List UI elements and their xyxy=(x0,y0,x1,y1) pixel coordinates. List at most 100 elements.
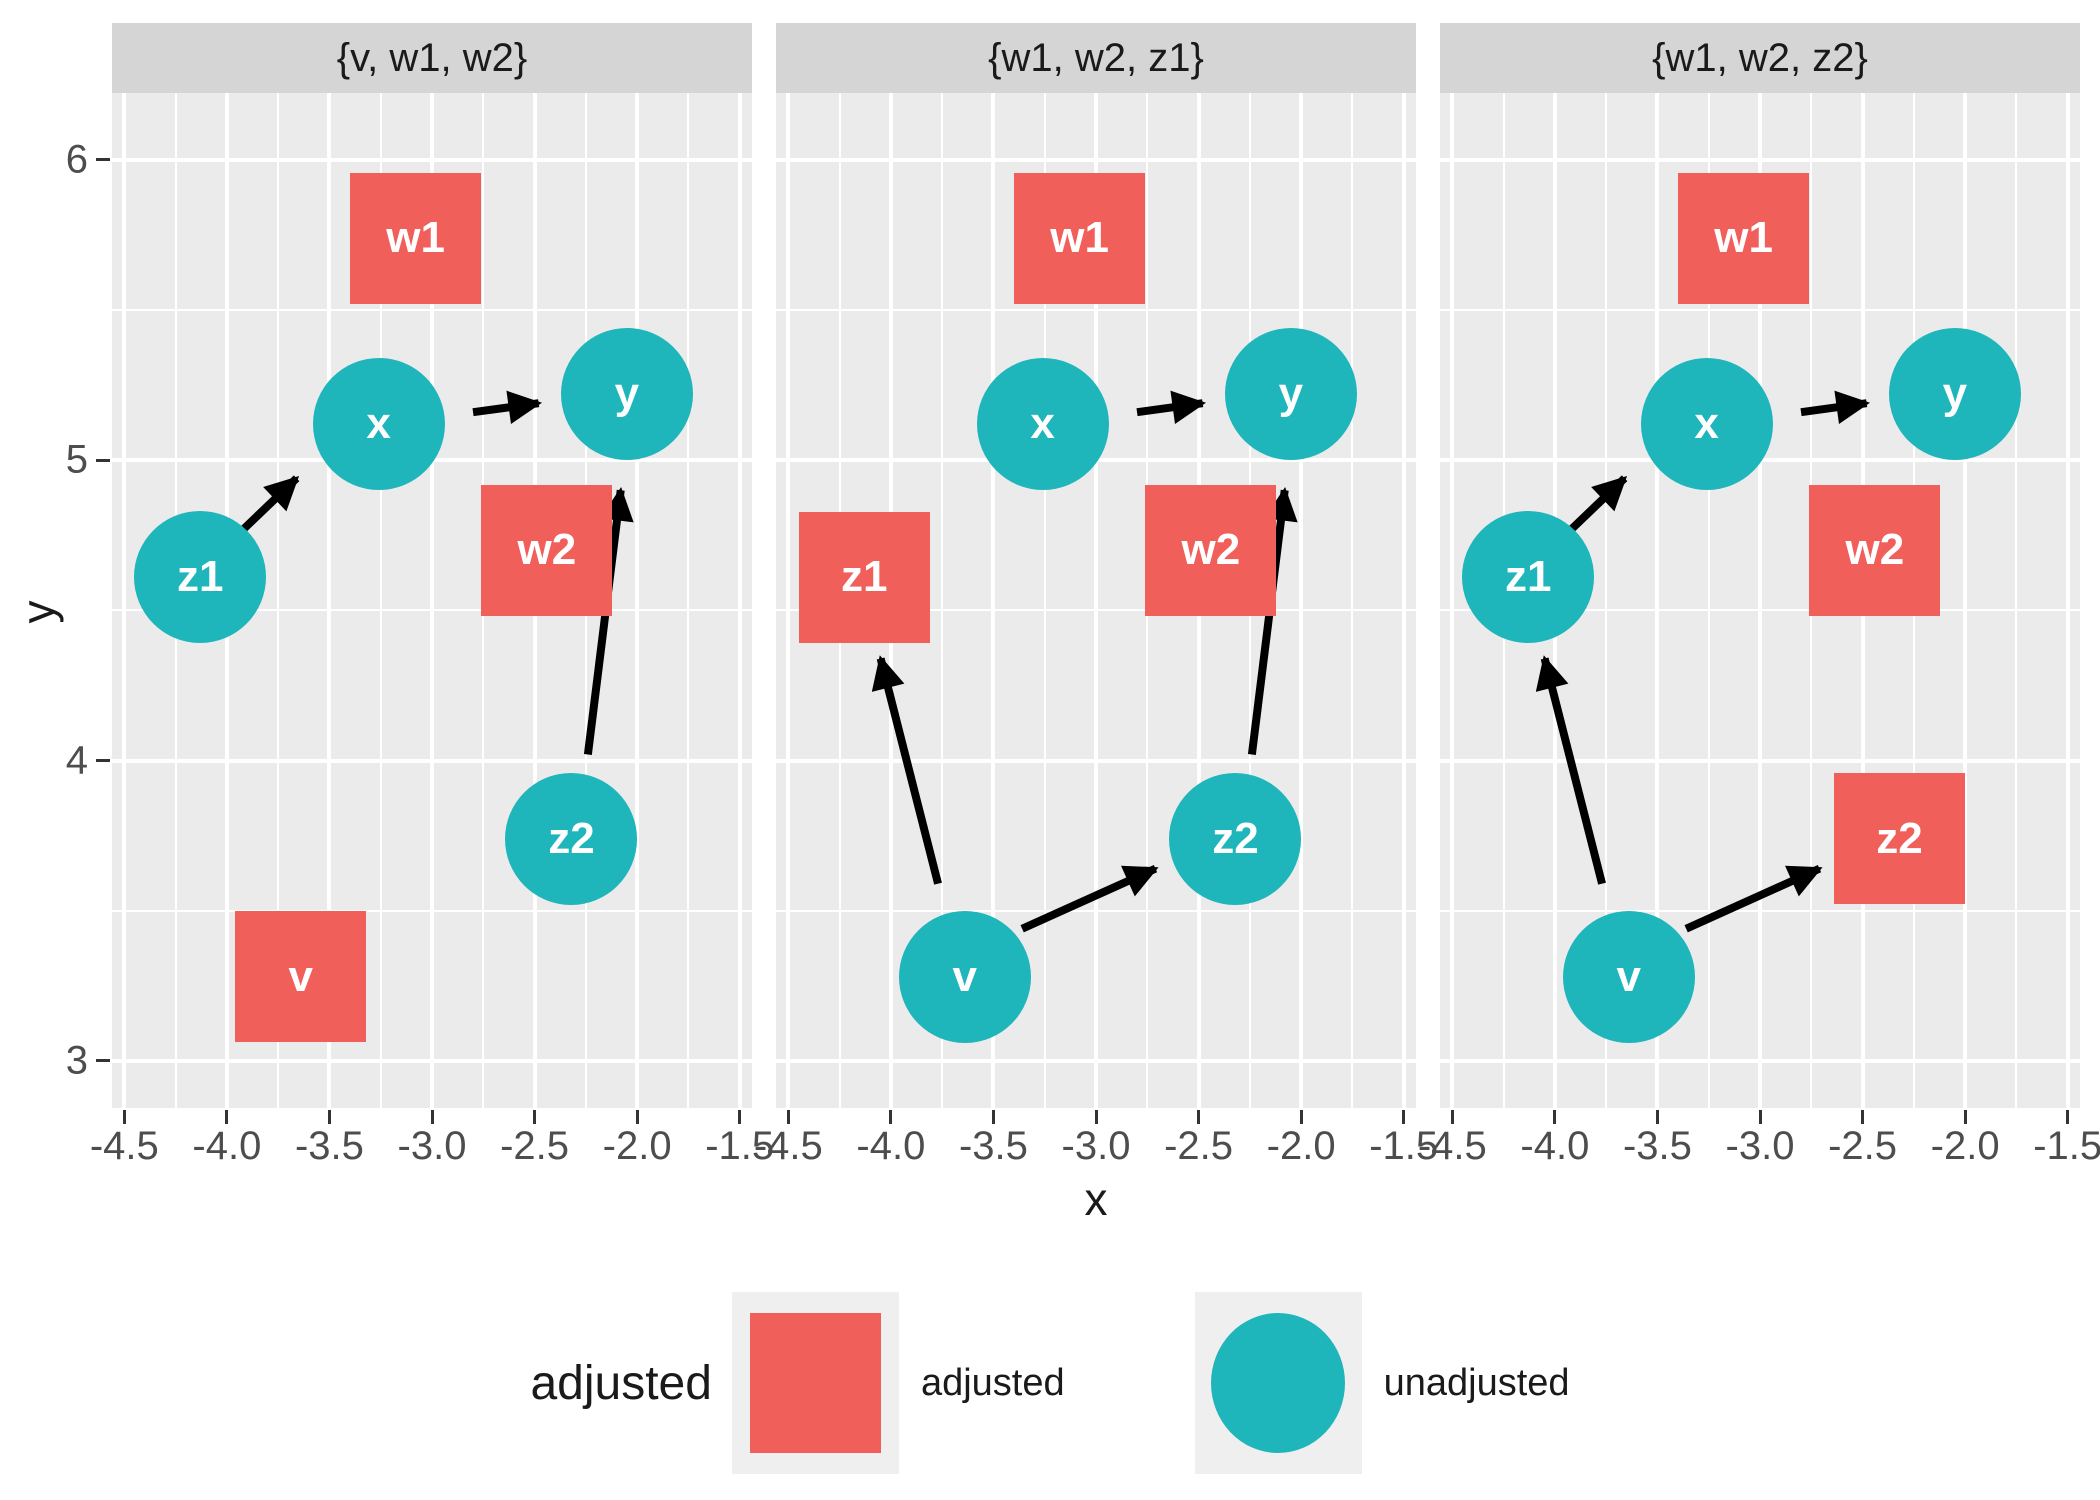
x-axis-tick-mark xyxy=(1861,1110,1865,1124)
minor-gridline-vertical xyxy=(277,93,280,1108)
x-axis-tick-label: -3.0 xyxy=(1725,1124,1795,1168)
x-axis-tick-mark xyxy=(327,1110,331,1124)
x-axis-tick-label: -2.5 xyxy=(1828,1124,1898,1168)
dag-edge-z2-to-y xyxy=(583,486,634,756)
major-gridline-horizontal xyxy=(1440,157,2080,162)
major-gridline-horizontal xyxy=(776,1058,1416,1063)
y-axis-title: y xyxy=(12,600,64,624)
dag-node-label: z2 xyxy=(1876,813,1923,863)
x-axis-tick-label: -2.0 xyxy=(1930,1124,2000,1168)
dag-node-z1: z1 xyxy=(134,511,267,644)
legend-key-unadjusted xyxy=(1194,1292,1362,1474)
x-axis-tick-label: -4.0 xyxy=(192,1124,262,1168)
x-axis-tick-mark xyxy=(1450,1110,1454,1124)
unadjusted-circle-swatch xyxy=(1211,1313,1346,1453)
dag-node-label: w1 xyxy=(386,213,445,263)
dag-node-label: w2 xyxy=(1181,525,1241,575)
legend: adjusted adjusted unadjusted xyxy=(0,1278,2100,1488)
dag-node-w2: w2 xyxy=(1145,484,1277,616)
x-axis-tick-label: -4.5 xyxy=(753,1124,823,1168)
x-axis-tick-label: -4.5 xyxy=(1417,1124,1487,1168)
dag-node-label: y xyxy=(1278,369,1304,419)
x-axis-tick-mark xyxy=(1197,1110,1201,1124)
dag-edge-x-to-y xyxy=(472,390,542,424)
facet-strip-label: {w1, w2, z2} xyxy=(1652,35,1868,80)
major-gridline-horizontal xyxy=(776,157,1416,162)
dag-node-v: v xyxy=(1562,910,1695,1043)
x-axis-tick-label: -3.5 xyxy=(958,1124,1028,1168)
x-axis-tick-mark xyxy=(889,1110,893,1124)
dag-node-y: y xyxy=(560,328,693,461)
major-gridline-vertical xyxy=(991,93,996,1108)
minor-gridline-vertical xyxy=(1043,93,1046,1108)
dag-edge-x-to-y xyxy=(1800,390,1870,424)
major-gridline-vertical xyxy=(737,93,742,1108)
x-axis-tick-label: -3.0 xyxy=(1061,1124,1131,1168)
dag-node-x: x xyxy=(1640,358,1773,491)
dag-edge-v-to-z1 xyxy=(1535,655,1606,885)
dag-node-y: y xyxy=(1888,328,2021,461)
y-axis-tick-label: 4 xyxy=(65,738,88,783)
minor-gridline-vertical xyxy=(687,93,690,1108)
dag-node-z1: z1 xyxy=(1462,511,1595,644)
dag-node-label: z1 xyxy=(1504,552,1552,602)
y-axis-tick-label: 5 xyxy=(65,437,88,482)
x-axis-tick-label: -3.0 xyxy=(397,1124,467,1168)
major-gridline-horizontal xyxy=(112,1058,752,1063)
x-axis-tick-mark xyxy=(122,1110,126,1124)
major-gridline-vertical xyxy=(1450,93,1455,1108)
dag-edges-layer xyxy=(1535,390,1870,933)
dag-node-z1: z1 xyxy=(798,511,930,643)
minor-gridline-vertical xyxy=(941,93,944,1108)
dag-edge-z1-to-x xyxy=(1568,475,1628,533)
major-gridline-vertical xyxy=(1401,93,1406,1108)
x-axis-tick-mark xyxy=(1655,1110,1659,1124)
dag-node-label: x xyxy=(366,399,391,449)
x-axis-tick-mark xyxy=(1094,1110,1098,1124)
major-gridline-vertical xyxy=(1655,93,1660,1108)
legend-label-unadjusted: unadjusted xyxy=(1383,1361,1570,1404)
dag-node-label: z2 xyxy=(1212,813,1259,863)
x-axis-tick-label: -4.0 xyxy=(1520,1124,1590,1168)
dag-edge-x-to-y xyxy=(1136,390,1206,424)
dag-node-x: x xyxy=(312,358,445,491)
x-axis-tick-label: -4.5 xyxy=(89,1124,159,1168)
x-axis-tick-mark xyxy=(2066,1110,2070,1124)
dag-node-w1: w1 xyxy=(350,172,482,304)
dag-node-v: v xyxy=(235,911,367,1043)
dag-node-label: z1 xyxy=(176,552,224,602)
x-axis-tick-mark xyxy=(430,1110,434,1124)
minor-gridline-vertical xyxy=(1351,93,1354,1108)
x-axis-tick-label: -2.0 xyxy=(602,1124,672,1168)
facet-strip: {w1, w2, z2} xyxy=(1440,23,2080,93)
x-axis-tick-mark xyxy=(786,1110,790,1124)
x-axis-tick-mark xyxy=(991,1110,995,1124)
dag-node-label: z1 xyxy=(840,552,888,602)
x-axis-tick-mark xyxy=(1299,1110,1303,1124)
x-axis-tick-label: -2.0 xyxy=(1266,1124,1336,1168)
legend-key-adjusted xyxy=(731,1292,899,1474)
y-axis-tick-mark xyxy=(96,759,110,763)
dag-node-label: v xyxy=(288,951,313,1001)
x-axis-tick-mark xyxy=(225,1110,229,1124)
facet-panel: w1 x y z1 w2 z2 v xyxy=(1440,93,2080,1108)
x-axis-tick-mark xyxy=(1963,1110,1967,1124)
dag-node-label: x xyxy=(1694,399,1719,449)
dag-node-w1: w1 xyxy=(1014,172,1146,304)
dag-node-label: w1 xyxy=(1714,213,1773,263)
dag-edge-z2-to-y xyxy=(1247,486,1298,756)
dag-edge-v-to-z1 xyxy=(871,655,942,885)
dag-node-label: w2 xyxy=(1845,525,1905,575)
x-axis-tick-label: -3.5 xyxy=(1622,1124,1692,1168)
dag-node-x: x xyxy=(976,358,1109,491)
facet-strip-label: {v, w1, w2} xyxy=(336,35,528,80)
facet-strip-label: {w1, w2, z1} xyxy=(988,35,1204,80)
x-axis-tick-label: -2.5 xyxy=(500,1124,570,1168)
dag-node-label: x xyxy=(1030,399,1055,449)
facet-strip: {w1, w2, z1} xyxy=(776,23,1416,93)
major-gridline-vertical xyxy=(1094,93,1098,1108)
minor-gridline-vertical xyxy=(1605,93,1608,1108)
dag-node-w2: w2 xyxy=(481,484,613,616)
legend-label-adjusted: adjusted xyxy=(920,1361,1065,1404)
